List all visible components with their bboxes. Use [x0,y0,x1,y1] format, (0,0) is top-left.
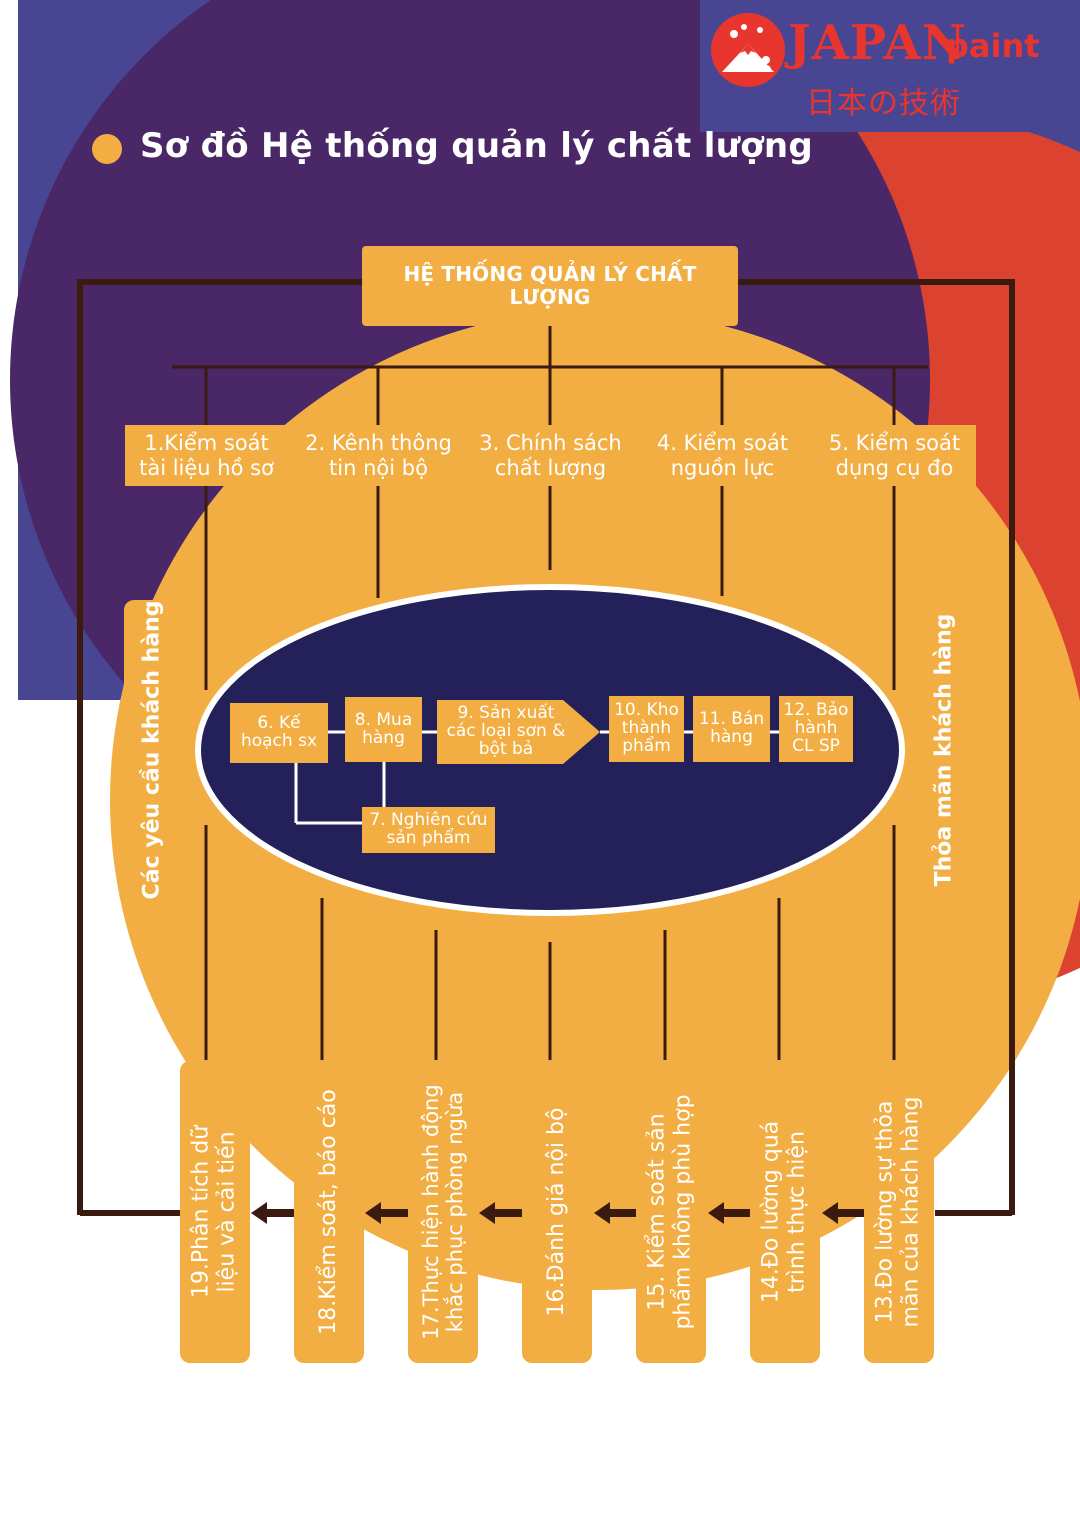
bottom-item-label: 16.Đánh giá nội bộ [543,1107,569,1317]
process-9: 9. Sản xuất các loại sơn & bột bả [440,700,572,764]
process-label: 7. Nghiên cứu sản phẩm [369,810,488,848]
logo-brand-suffix: paint [946,27,1040,65]
main-system-label: HỆ THỐNG QUẢN LÝ CHẤT LƯỢNG [403,262,697,309]
process-label: 11. Bán hàng [698,709,765,747]
page-title: Sơ đồ Hệ thống quản lý chất lượng [140,126,813,166]
top-item-4: 4. Kiểm soát nguồn lực [641,425,804,486]
process-6: 6. Kế hoạch sx [230,703,328,763]
process-label: 9. Sản xuất các loại sơn & bột bả [446,703,566,759]
side-right-customer-satisfaction: Thỏa mãn khách hàng [918,600,970,900]
side-right-label: Thỏa mãn khách hàng [931,613,957,887]
top-item-2: 2. Kênh thông tin nội bộ [297,425,460,486]
bottom-item-16: 16.Đánh giá nội bộ [522,1061,592,1363]
process-label: 6. Kế hoạch sx [240,713,318,751]
tree-connectors [172,326,928,1060]
main-system-box: HỆ THỐNG QUẢN LÝ CHẤT LƯỢNG [362,246,738,326]
top-item-3: 3. Chính sách chất lượng [469,425,632,486]
bottom-item-18: 18.Kiểm soát, báo cáo [294,1061,364,1363]
process-connectors [294,730,779,825]
process-10: 10. Kho thành phẩm [609,696,684,762]
top-item-label: 3. Chính sách chất lượng [479,431,622,480]
process-9-shape [437,700,600,764]
top-item-label: 1.Kiểm soát tài liệu hồ sơ [139,431,274,480]
top-item-1: 1.Kiểm soát tài liệu hồ sơ [125,425,288,486]
process-label: 8. Mua hàng [354,709,413,748]
side-left-label: Các yêu cầu khách hàng [139,600,165,900]
logo-brand: JAPAN [788,15,967,71]
outer-frame [77,279,1015,1216]
bottom-arrows [251,1202,865,1224]
process-label: 12. Bảo hành CL SP [783,700,849,756]
top-item-5: 5. Kiểm soát dụng cụ đo [813,425,976,486]
top-item-label: 2. Kênh thông tin nội bộ [305,431,452,480]
logo-tagline: 日本の技術 [806,86,961,121]
process-8: 8. Mua hàng [345,697,422,762]
top-item-label: 4. Kiểm soát nguồn lực [656,431,789,480]
bottom-item-label: 18.Kiểm soát, báo cáo [315,1089,341,1335]
process-label: 10. Kho thành phẩm [614,700,679,756]
side-left-customer-requirements: Các yêu cầu khách hàng [124,600,180,900]
process-11: 11. Bán hàng [693,696,770,762]
process-7: 7. Nghiên cứu sản phẩm [362,807,495,853]
title-bullet-icon [92,134,122,164]
logo-emblem [711,13,785,87]
top-item-label: 5. Kiểm soát dụng cụ đo [828,431,961,480]
process-12: 12. Bảo hành CL SP [779,696,853,762]
